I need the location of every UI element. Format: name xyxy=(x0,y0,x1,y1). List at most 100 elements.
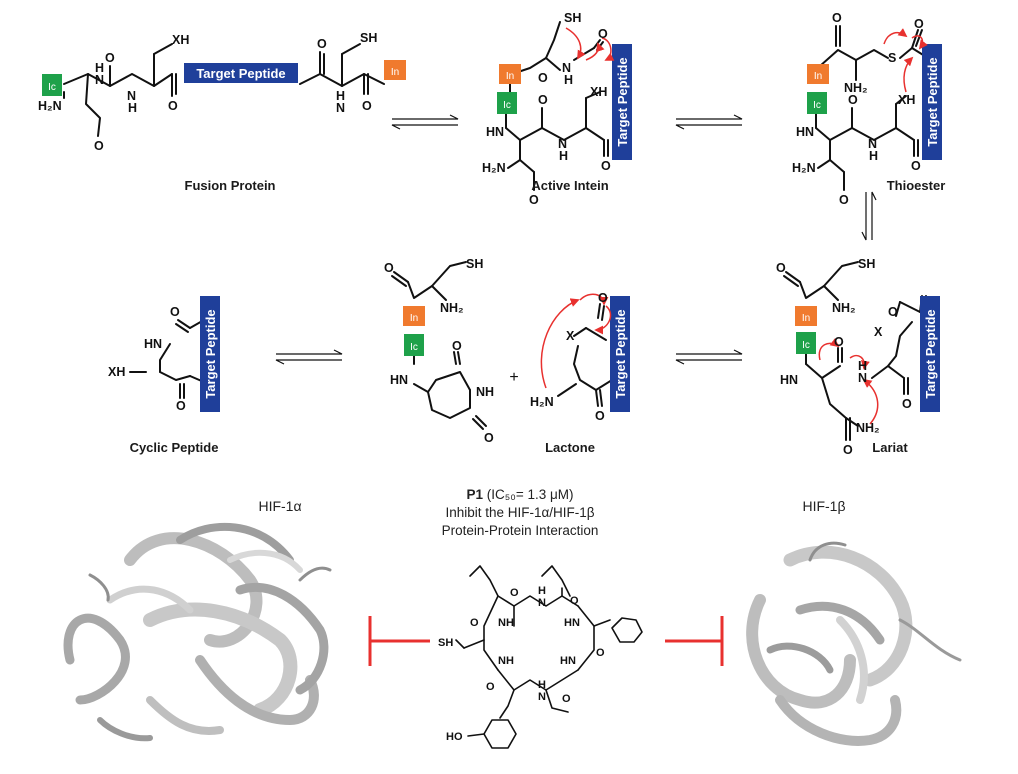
equilibrium-arrow-1 xyxy=(391,114,459,130)
cyclic-atom-labels: O HN XH O xyxy=(108,305,186,413)
atom-label: HN xyxy=(486,125,504,139)
electron-arrow xyxy=(883,28,908,45)
atom-label: H₂N xyxy=(38,99,62,113)
atom-label: NH₂ xyxy=(856,421,880,435)
atom-label: H xyxy=(564,73,573,87)
thioester-atom-labels: O NH₂ S O XH HN O N H O H₂N O xyxy=(792,11,924,207)
label-fusion-protein: Fusion Protein xyxy=(184,178,276,193)
electron-arrow xyxy=(818,338,840,361)
intein-n-box-lariat xyxy=(795,306,817,326)
equilibrium-arrow-5 xyxy=(275,349,343,365)
atom-label: O xyxy=(914,17,924,31)
target-peptide-label-lariat: Target Peptide xyxy=(923,309,938,398)
released-intein-structure xyxy=(391,261,487,430)
intein-c-box-fusion xyxy=(42,74,62,96)
atom-label: H xyxy=(128,101,137,115)
atom-label: NH₂ xyxy=(440,301,464,315)
equilibrium-arrow-4 xyxy=(675,349,743,365)
atom-label: N xyxy=(95,73,104,87)
inhibition-bar-right xyxy=(665,616,724,666)
atom-label: H xyxy=(95,61,104,75)
p1-atom-labels: O H N O O NH HN SH NH HN O O H N O HO xyxy=(438,585,605,743)
atom-label: O xyxy=(839,193,849,207)
atom-label: O xyxy=(105,51,115,65)
atom-label: O xyxy=(596,647,605,659)
fusion-atom-labels: H₂N H N O O N H XH O O H N SH O xyxy=(38,31,377,153)
atom-label: H₂N xyxy=(530,395,554,409)
atom-label: O xyxy=(94,139,104,153)
intein-c-label-thioester: Ic xyxy=(813,100,821,111)
target-peptide-box-lactone xyxy=(610,296,630,412)
equilibrium-arrows xyxy=(275,114,877,365)
intein-c-box-lariat xyxy=(796,332,816,354)
atom-label: NH₂ xyxy=(844,81,868,95)
p1-info: P1 (IC₅₀= 1.3 μM) Inhibit the HIF-1α/HIF… xyxy=(400,486,640,540)
atom-label: HN xyxy=(144,337,162,351)
atom-label: H₂N xyxy=(792,161,816,175)
lactone-structure xyxy=(557,303,613,407)
atom-label: O xyxy=(484,431,494,445)
atom-label: SH xyxy=(564,11,581,25)
atom-label: O xyxy=(902,397,912,411)
label-lariat: Lariat xyxy=(872,440,908,455)
atom-label: O xyxy=(176,399,186,413)
atom-label: O xyxy=(843,443,853,457)
target-peptide-label-lactone: Target Peptide xyxy=(613,309,628,398)
inhibition-bar-left xyxy=(368,616,430,666)
atom-label: NH xyxy=(498,655,514,667)
electron-arrow xyxy=(601,37,615,61)
electron-arrow xyxy=(565,27,586,60)
atom-label: N xyxy=(558,137,567,151)
atom-label: N xyxy=(538,691,546,703)
intein-n-box-fusion xyxy=(384,60,406,80)
atom-label: X xyxy=(874,325,883,339)
intein-n-label-release: In xyxy=(410,313,418,324)
electron-arrow xyxy=(585,42,605,61)
atom-label: H xyxy=(559,149,568,163)
equilibrium-arrow-2 xyxy=(675,114,743,130)
intein-c-label-lariat: Ic xyxy=(802,340,810,351)
atom-label: O xyxy=(362,99,372,113)
atom-label: HO xyxy=(446,731,463,743)
intein-c-label-release: Ic xyxy=(410,342,418,353)
atom-label: O xyxy=(832,11,842,25)
atom-label: O xyxy=(486,681,495,693)
cyclic-peptide-structure xyxy=(129,319,205,399)
atom-label: O xyxy=(570,595,579,607)
intein-n-label-intein: In xyxy=(506,71,514,82)
target-peptide-box-cyclic xyxy=(200,296,220,412)
atom-label: N xyxy=(538,597,546,609)
atom-label: O xyxy=(911,159,921,173)
atom-label: O xyxy=(848,93,858,107)
electron-arrow xyxy=(849,354,870,370)
atom-label: HN xyxy=(796,125,814,139)
plus-sign: + xyxy=(509,369,518,386)
atom-label: SH xyxy=(466,257,483,271)
p1-macrocycle-structure xyxy=(455,565,643,749)
atom-label: O xyxy=(168,99,178,113)
intein-c-box-intein xyxy=(497,92,517,114)
atom-label: N xyxy=(858,371,867,385)
atom-label: NH xyxy=(476,385,494,399)
lariat-structure xyxy=(783,261,927,441)
atom-label: O xyxy=(538,71,548,85)
intein-n-box-release xyxy=(403,306,425,326)
target-peptide-label-intein: Target Peptide xyxy=(615,57,630,146)
electron-arrow xyxy=(862,378,879,425)
p1-title-line: P1 (IC₅₀= 1.3 μM) xyxy=(400,486,640,504)
atom-label: HN xyxy=(564,617,580,629)
active-intein-structure xyxy=(505,21,609,191)
atom-label: O xyxy=(888,305,898,319)
inhibition-symbols xyxy=(368,616,724,666)
release-atom-labels: O SH NH₂ HN O NH O xyxy=(384,257,494,445)
electron-arrow xyxy=(911,35,928,50)
atom-label: H xyxy=(538,585,546,597)
p1-description-line-2: Protein-Protein Interaction xyxy=(441,523,599,538)
atom-label: O xyxy=(510,587,519,599)
intein-atom-labels: SH O N H O XH HN O N H O H₂N O xyxy=(482,11,611,207)
label-thioester: Thioester xyxy=(886,178,946,193)
atom-label: O xyxy=(595,409,605,423)
atom-label: O xyxy=(452,339,462,353)
